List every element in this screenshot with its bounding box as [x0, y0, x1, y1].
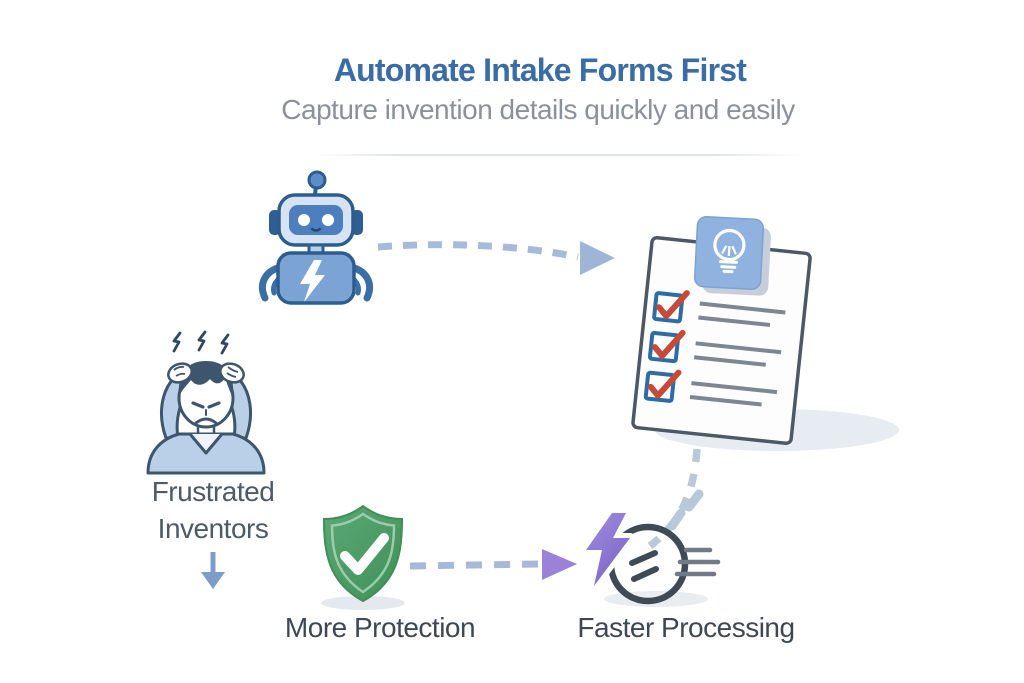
shield-body	[322, 504, 404, 603]
shield-checkmark	[340, 533, 389, 575]
faster-processing-label: Faster Processing	[577, 612, 795, 643]
checkmark-icon	[651, 329, 686, 359]
dashed-arrow-protection-to-processing	[409, 549, 577, 580]
frustrated-inventors-label: Frustrated Inventors	[152, 473, 275, 547]
robot-icon	[258, 170, 374, 305]
inventor-brow-left	[191, 401, 205, 409]
down-arrow-icon	[201, 552, 225, 589]
header-divider	[312, 154, 802, 156]
robot-face-screen	[289, 205, 343, 235]
lightbulb-tab	[693, 216, 771, 296]
robot-lightning-bolt	[300, 260, 325, 302]
checkmark-icon	[647, 369, 682, 399]
checkbox-row	[643, 369, 778, 407]
more-protection-label: More Protection	[284, 612, 476, 643]
speedometer-inner-dashes	[629, 550, 659, 582]
stress-marks-icon	[172, 330, 230, 355]
frustrated-inventor-icon	[146, 330, 266, 475]
inventor-collar	[188, 433, 224, 455]
frustrated-label-line1: Frustrated	[151, 476, 275, 507]
checkmark-icon	[656, 290, 690, 320]
shield-inner-line	[330, 512, 396, 594]
inventor-hands	[167, 362, 245, 384]
page-subtitle: Capture invention details quickly and ea…	[281, 94, 795, 125]
frustrated-label-line2: Inventors	[157, 513, 269, 544]
lightbulb-icon	[713, 228, 746, 274]
checkbox-row	[652, 290, 786, 327]
checkbox-row	[647, 329, 782, 367]
spark-dashes	[667, 489, 704, 531]
checklist-document-icon	[631, 216, 899, 451]
inventor-shirt	[146, 432, 266, 475]
shield-shadow	[321, 596, 405, 610]
dashed-connector-document-to-processing	[647, 448, 701, 549]
page-title: Automate Intake Forms First	[333, 52, 747, 88]
inventor-brow-right	[207, 401, 221, 409]
lightning-speed-icon	[581, 489, 721, 607]
lightning-bolt-icon	[581, 508, 635, 591]
shield-check-icon	[321, 504, 405, 610]
dashed-arrow-robot-to-document	[377, 241, 615, 275]
speed-lines-icon	[674, 547, 721, 577]
inventor-frown	[194, 417, 218, 425]
